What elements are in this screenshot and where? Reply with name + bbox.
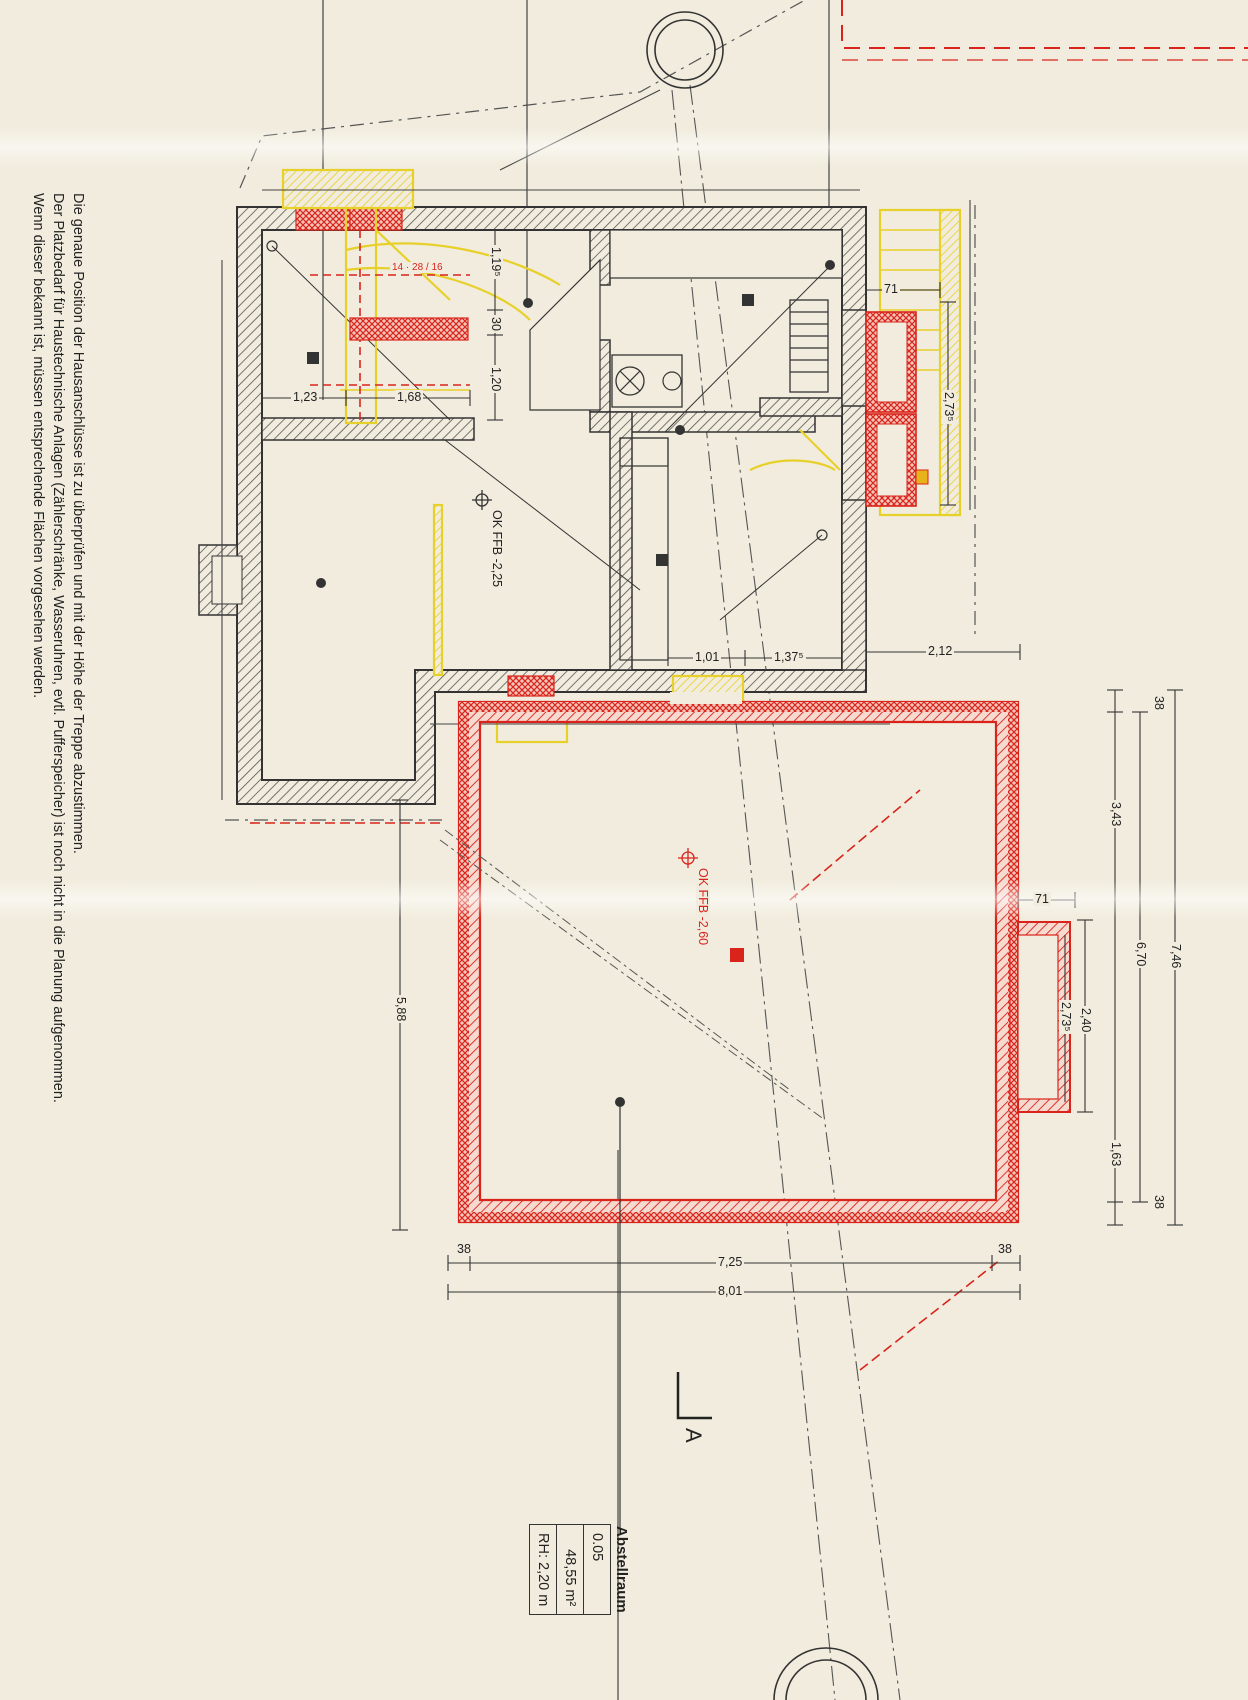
manhole-bottom [773,1647,879,1700]
note-line: Wenn dieser bekannt ist, müssen entsprec… [30,193,46,699]
section-letter: A [681,1428,706,1443]
dim-label: 7,46 [1169,942,1183,971]
room-height: RH: 2,20 m [529,1524,557,1615]
existing-building [198,206,867,805]
dim-label: 2,73⁵ [942,390,956,424]
dim-label: 8,01 [716,1284,745,1298]
dim-label: 2,73⁵ [1059,1000,1073,1034]
dim-label: 2,12 [926,644,955,658]
dim-label: 1,19⁵ [489,245,503,279]
dim-label: 1,37⁵ [772,650,806,664]
removed-elements [281,168,962,744]
thin-dashed-links [439,829,826,1121]
dim-label: 1,01 [693,650,722,664]
new-extension [457,311,1071,1530]
section-marker [676,1372,712,1420]
dim-label: 3,43 [1109,800,1123,829]
dim-label: 1,68 [395,390,424,404]
note-line: Die genaue Position der Hausanschlüsse i… [70,193,86,854]
future-lines [250,789,1001,1371]
dim-label: 5,88 [394,995,408,1024]
property-line [841,0,1248,61]
dim-label: 38 [996,1242,1014,1256]
dim-label: 6,70 [1134,940,1148,969]
note-line: Der Platzbedarf für Haustechnische Anlag… [50,193,66,1103]
room-number: 0.05 [583,1524,611,1615]
room-name: Abstellraum [613,1526,630,1613]
room-table: 0.05 48,55 m² RH: 2,20 m [529,1524,611,1615]
stair-landing [349,317,469,341]
dim-label: 1,23 [291,390,320,404]
manhole-top [646,11,724,89]
dim-label: 38 [1152,694,1166,712]
dim-label: 1,20 [489,365,503,394]
path-arrows [221,89,971,800]
paper-fold [0,880,1248,918]
room-info-box: Abstellraum 0.05 48,55 m² RH: 2,20 m [529,1524,630,1615]
level-symbol-new [678,848,698,868]
level-symbol-existing [472,490,492,510]
dim-label: 1,63 [1109,1140,1123,1169]
stair-label: 14 · 28 / 16 [390,262,445,273]
dim-label: 38 [1152,1193,1166,1211]
dim-label: 38 [455,1242,473,1256]
planning-notes: Die genaue Position der Hausanschlüsse i… [28,193,88,1103]
room-area: 48,55 m² [556,1524,584,1615]
paper-fold [0,128,1248,166]
dim-label: 71 [882,282,900,296]
dim-label: 71 [1033,892,1051,906]
level-label-new: OK FFB -2,60 [696,866,710,948]
dim-label: 2,40 [1079,1006,1093,1035]
level-label-existing: OK FFB -2,25 [490,508,504,590]
dim-label: 7,25 [716,1255,745,1269]
dim-label: 30 [489,315,503,333]
